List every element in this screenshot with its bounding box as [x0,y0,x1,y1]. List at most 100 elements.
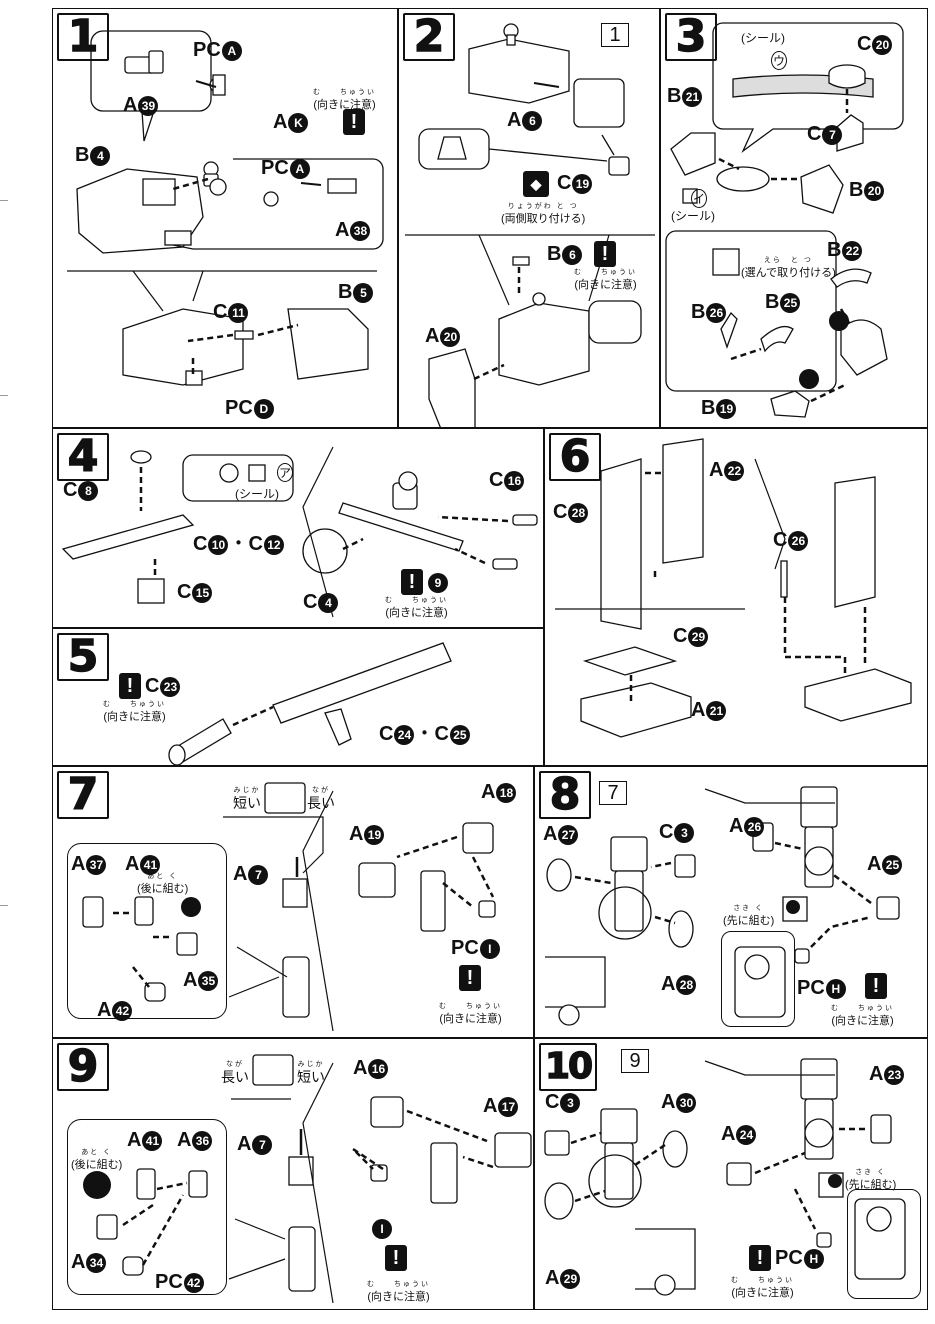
assembly-callout [67,843,227,1019]
reference-step-box: 7 [599,781,627,805]
warning-icon: ! [749,1245,771,1271]
step-9-illustration [83,1054,532,1304]
part-label: 9 [427,571,448,594]
orientation-note: む ちゅうい(向きに注意) [385,597,448,619]
reference-step-box: 1 [601,23,629,47]
short-label: みじか短い [233,787,261,811]
seal-mark: イ [691,189,707,208]
step-4-illustration [61,446,538,618]
step-1-illustration [67,30,384,386]
step-5-illustration [168,642,452,765]
assemble-later-note: あと く(後に組む) [71,1149,123,1171]
assemble-first-note: さき く(先に組む) [845,1169,897,1191]
orientation-note: む ちゅうい(向きに注意) [313,89,376,111]
step-number: 2 [403,13,455,61]
orientation-note: む ちゅうい(向きに注意) [731,1277,794,1299]
seal-label: (シール) [671,209,715,223]
long-label: なが長い [221,1061,249,1085]
seal-mark: ア [277,463,293,482]
both-sides-note: りょうがわ と つ(両側取り付ける) [501,203,586,225]
step-number: 7 [57,771,109,819]
short-label: みじか短い [297,1061,325,1085]
orientation-note: む ちゅうい(向きに注意) [367,1281,430,1303]
orientation-note: む ちゅうい(向きに注意) [439,1003,502,1025]
step-3-illustration [665,22,904,418]
step-7-illustration [82,782,496,1032]
page-edge-mark [0,395,8,396]
warning-icon: ! [459,965,481,991]
warning-icon: ! [385,1245,407,1271]
step-number: 10 [539,1043,598,1091]
orientation-note: む ちゅうい(向きに注意) [103,701,166,723]
page-edge-mark [0,905,8,906]
step-number: 5 [57,633,109,681]
warning-icon: ! [865,973,887,999]
reference-step-box: 9 [621,1049,649,1073]
long-label: なが長い [307,787,335,811]
step-8-illustration [545,786,900,1026]
choose-note: えら と つ(選んで取り付ける) [741,257,836,279]
assemble-first-note: さき く(先に組む) [723,905,775,927]
step-number: 9 [57,1043,109,1091]
seal-label: (シール) [235,487,279,501]
page-edge-mark [0,200,8,201]
seal-label: (シール) [741,31,785,45]
